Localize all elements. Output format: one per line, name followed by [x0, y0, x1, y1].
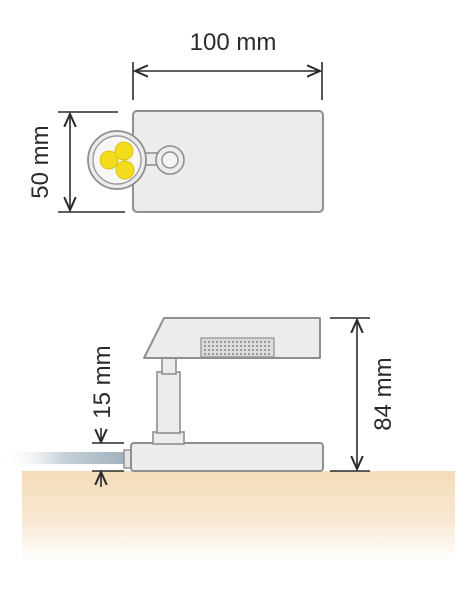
column-neck: [161, 357, 177, 375]
grille-vent-dot: [264, 353, 266, 355]
grille-vent-dot: [244, 345, 246, 347]
grille-vent-dot: [264, 345, 266, 347]
column-lower: [156, 371, 181, 434]
grille-vent-dot: [268, 341, 270, 343]
grille-vent-dot: [208, 349, 210, 351]
grille-vent-dot: [220, 345, 222, 347]
grille-vent-dot: [220, 349, 222, 351]
grille-vents: [204, 341, 270, 355]
grille-vent-dot: [212, 345, 214, 347]
grille-vent-dot: [256, 345, 258, 347]
grille-vent-dot: [240, 353, 242, 355]
height-label: 50 mm: [27, 125, 54, 198]
grille-vent-dot: [236, 353, 238, 355]
grille-vent-dot: [236, 345, 238, 347]
grille-vent-dot: [260, 353, 262, 355]
grille-vent-dot: [268, 349, 270, 351]
grille-vent-dot: [260, 341, 262, 343]
grille-vent-dot: [240, 341, 242, 343]
grille-vent-dot: [256, 349, 258, 351]
grille-vent-dot: [216, 345, 218, 347]
grille-vent-dot: [248, 345, 250, 347]
grille-vent-dot: [244, 349, 246, 351]
grille-vent-dot: [236, 341, 238, 343]
width-label: 100 mm: [190, 29, 277, 56]
grille-vent-dot: [236, 349, 238, 351]
mounting-surface: [22, 471, 455, 561]
grille-vent-dot: [256, 353, 258, 355]
grille-vent-dot: [224, 341, 226, 343]
base-height-label: 15 mm: [89, 345, 116, 418]
grille-vent-dot: [228, 341, 230, 343]
grille-vent-dot: [220, 353, 222, 355]
grille-vent-dot: [252, 349, 254, 351]
cable: [0, 452, 128, 464]
grille-vent-dot: [216, 353, 218, 355]
grille-vent-dot: [248, 353, 250, 355]
grille-vent-dot: [216, 341, 218, 343]
grille-vent-dot: [260, 349, 262, 351]
grille-vent-dot: [216, 349, 218, 351]
grille-vent-dot: [208, 353, 210, 355]
grille-vent-dot: [232, 345, 234, 347]
side-view-base: [130, 442, 324, 472]
pivot-inner: [161, 151, 179, 169]
led-top: [114, 141, 134, 161]
grille-vent-dot: [252, 353, 254, 355]
grille-vent-dot: [244, 341, 246, 343]
top-view: 100 mm 50 mm: [27, 29, 324, 213]
grille-vent-dot: [264, 349, 266, 351]
grille-vent-dot: [228, 353, 230, 355]
grille-vent-dot: [252, 341, 254, 343]
grille-vent-dot: [268, 345, 270, 347]
led-left: [99, 150, 119, 170]
grille-vent-dot: [252, 345, 254, 347]
grille-vent-dot: [240, 345, 242, 347]
grille-vent-dot: [204, 345, 206, 347]
grille-vent-dot: [260, 345, 262, 347]
grille-vent-dot: [228, 349, 230, 351]
grille-vent-dot: [232, 341, 234, 343]
grille-vent-dot: [204, 341, 206, 343]
grille-vent-dot: [268, 353, 270, 355]
grille-vent-dot: [248, 349, 250, 351]
grille-vent-dot: [224, 349, 226, 351]
grille-vent-dot: [240, 349, 242, 351]
grille-vent-dot: [244, 353, 246, 355]
grille-vent-dot: [204, 349, 206, 351]
grille-vent-dot: [224, 353, 226, 355]
grille-vent-dot: [232, 349, 234, 351]
led-bottom: [115, 160, 135, 180]
grille-vent-dot: [212, 341, 214, 343]
grille-vent-dot: [212, 353, 214, 355]
heat-sink-grille: [200, 337, 275, 358]
side-view: 84 mm 15 mm: [0, 317, 455, 561]
grille-vent-dot: [224, 345, 226, 347]
total-height-label: 84 mm: [370, 357, 397, 430]
grille-vent-dot: [212, 349, 214, 351]
grille-vent-dot: [264, 341, 266, 343]
grille-vent-dot: [208, 341, 210, 343]
grille-vent-dot: [228, 345, 230, 347]
grille-vent-dot: [204, 353, 206, 355]
grille-vent-dot: [248, 341, 250, 343]
grille-vent-dot: [220, 341, 222, 343]
grille-vent-dot: [208, 345, 210, 347]
grille-vent-dot: [256, 341, 258, 343]
grille-vent-dot: [232, 353, 234, 355]
